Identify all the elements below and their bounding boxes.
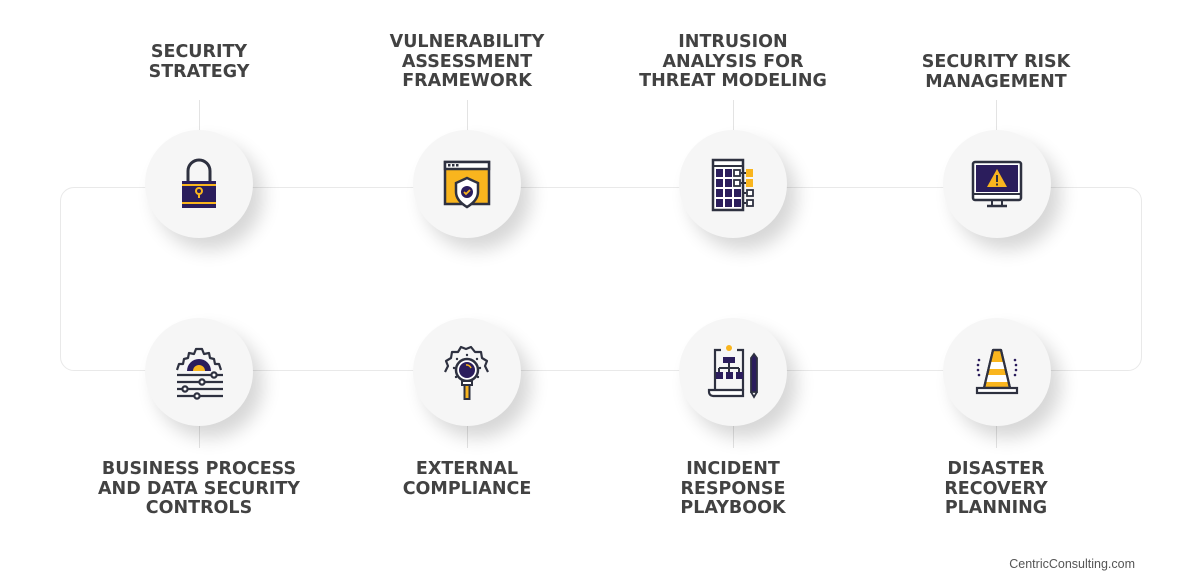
padlock-icon — [182, 158, 216, 208]
node-disaster-recovery — [943, 318, 1051, 426]
flowchart-document-pencil-icon — [707, 345, 758, 399]
label-security-strategy: SECURITY STRATEGY — [148, 42, 250, 82]
label-disaster-recovery: DISASTER RECOVERY PLANNING — [944, 459, 1048, 518]
source-credit: CentricConsulting.com — [1009, 557, 1135, 571]
gear-magnifier-icon — [444, 345, 489, 400]
node-security-risk-management — [943, 130, 1051, 238]
connector-frame — [60, 187, 1142, 371]
browser-shield-check-icon — [443, 160, 491, 209]
label-incident-response-playbook: INCIDENT RESPONSE PLAYBOOK — [680, 459, 786, 518]
connector-tick — [733, 100, 734, 134]
label-intrusion-analysis: INTRUSION ANALYSIS FOR THREAT MODELING — [639, 32, 827, 91]
label-vulnerability-assessment: VULNERABILITY ASSESSMENT FRAMEWORK — [389, 32, 545, 91]
gear-sliders-icon — [175, 347, 223, 400]
connector-tick — [996, 100, 997, 134]
connector-tick — [996, 424, 997, 448]
connector-tick — [199, 424, 200, 448]
node-incident-response-playbook — [679, 318, 787, 426]
traffic-cone-icon — [975, 348, 1019, 395]
node-vulnerability-assessment — [413, 130, 521, 238]
connector-tick — [733, 424, 734, 448]
node-external-compliance — [413, 318, 521, 426]
connector-tick — [467, 100, 468, 134]
node-business-process-controls — [145, 318, 253, 426]
label-security-risk-management: SECURITY RISK MANAGEMENT — [921, 52, 1071, 92]
connector-tick — [199, 100, 200, 134]
label-external-compliance: EXTERNAL COMPLIANCE — [402, 459, 532, 499]
connector-tick — [467, 424, 468, 448]
monitor-warning-icon — [971, 160, 1023, 208]
label-business-process-controls: BUSINESS PROCESS AND DATA SECURITY CONTR… — [98, 459, 300, 518]
node-intrusion-analysis — [679, 130, 787, 238]
grid-table-checklist-icon — [711, 158, 754, 212]
node-security-strategy — [145, 130, 253, 238]
